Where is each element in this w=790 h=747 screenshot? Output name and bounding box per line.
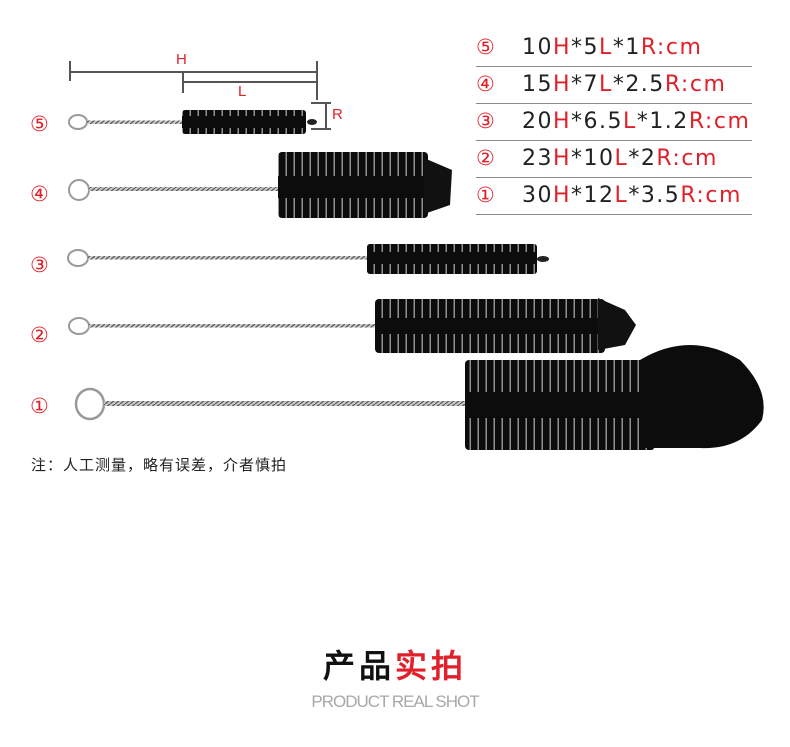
spec-number: ③	[476, 109, 495, 133]
spec-row: ② 23H*10L*2R:cm	[476, 141, 752, 178]
brush-number-5: ⑤	[30, 112, 49, 136]
h-dimension-line	[69, 71, 317, 73]
section-subtitle: PRODUCT REAL SHOT	[311, 692, 479, 711]
r-dimension-line	[325, 102, 327, 128]
brush-3	[67, 244, 549, 274]
brush-5	[68, 110, 317, 134]
r-label: R	[332, 106, 343, 123]
r-tick-bottom	[311, 128, 331, 130]
brush-number-3: ③	[30, 253, 49, 277]
spec-value: 30H*12L*3.5R:cm	[522, 183, 742, 208]
spec-row: ③ 20H*6.5L*1.2R:cm	[476, 104, 752, 141]
r-tick-top	[311, 102, 331, 104]
l-label: L	[238, 83, 247, 100]
h-label: H	[176, 51, 187, 68]
spec-value: 23H*10L*2R:cm	[522, 146, 718, 171]
brush-number-4: ④	[30, 182, 49, 206]
brush-number-2: ②	[30, 323, 49, 347]
spec-number: ④	[476, 72, 495, 96]
spec-value: 20H*6.5L*1.2R:cm	[522, 109, 751, 134]
spec-number: ①	[476, 183, 495, 207]
brush-2	[68, 298, 636, 353]
brush-4	[68, 152, 452, 218]
h-tick-left	[69, 61, 71, 81]
h-tick-right	[316, 61, 318, 100]
l-tick-left	[182, 71, 184, 93]
section-title-red: 实拍	[395, 647, 468, 685]
spec-row: ④ 15H*7L*2.5R:cm	[476, 67, 752, 104]
section-title: 产品实拍	[0, 646, 790, 686]
spec-value: 15H*7L*2.5R:cm	[522, 72, 727, 97]
brush-illustrations	[67, 110, 764, 450]
measurement-note: 注：人工测量，略有误差，介者慎拍	[31, 456, 288, 474]
brush-number-1: ①	[30, 394, 49, 418]
section-title-black: 产品	[322, 647, 395, 685]
spec-row: ① 30H*12L*3.5R:cm	[476, 178, 752, 215]
spec-number: ②	[476, 146, 495, 170]
brush-1	[74, 345, 764, 450]
spec-number: ⑤	[476, 35, 495, 59]
spec-value: 10H*5L*1R:cm	[522, 35, 703, 60]
spec-row: ⑤ 10H*5L*1R:cm	[476, 30, 752, 67]
l-dimension-line	[183, 81, 317, 83]
